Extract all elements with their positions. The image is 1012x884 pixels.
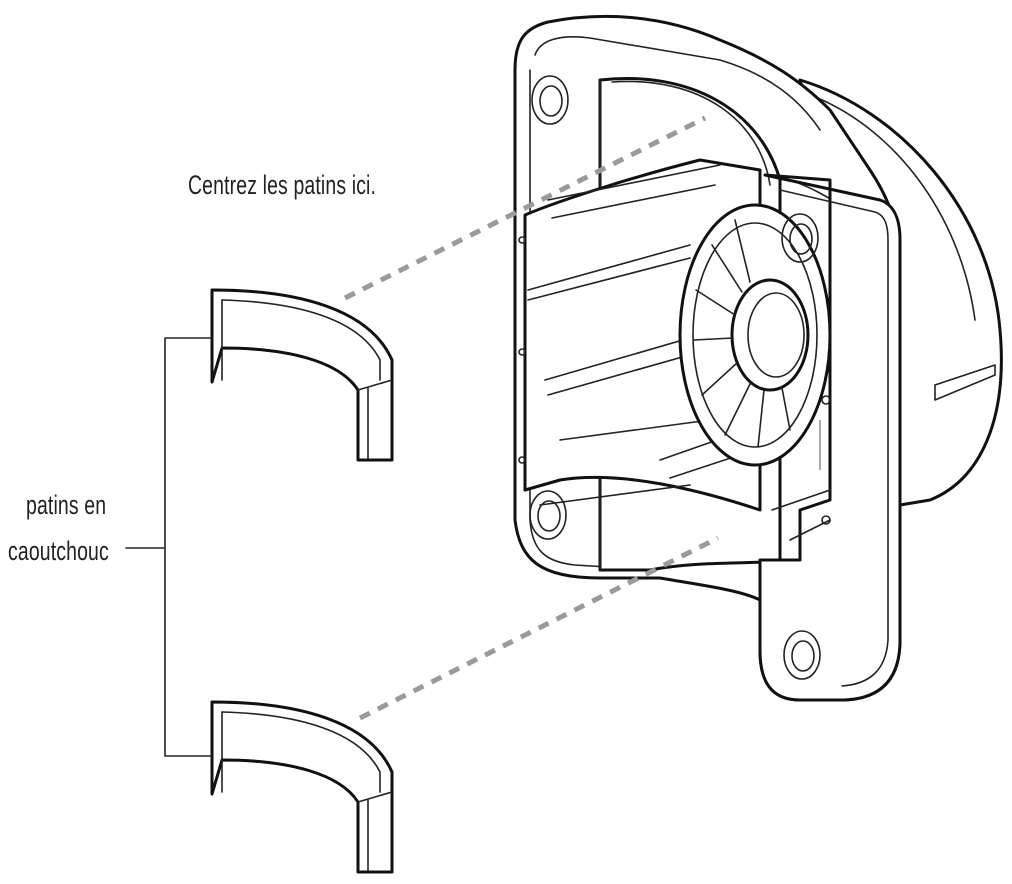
guide-line-top bbox=[343, 115, 707, 301]
rubber-pads-label-line2: caoutchouc bbox=[8, 536, 109, 566]
screw-hole-top-right bbox=[781, 213, 819, 263]
mount-bracket bbox=[513, 14, 1003, 702]
spoked-wheel bbox=[678, 203, 832, 467]
screw-hole-top-left bbox=[531, 75, 569, 125]
center-pads-label: Centrez les patins ici. bbox=[188, 170, 377, 200]
rubber-pad-bottom bbox=[210, 700, 394, 874]
guide-line-bottom bbox=[358, 535, 720, 721]
rubber-pad-top bbox=[210, 288, 394, 462]
label-bracket bbox=[125, 337, 213, 757]
screw-hole-bottom-left bbox=[529, 490, 567, 540]
rubber-pads-label-line1: patins en bbox=[26, 490, 107, 520]
screw-hole-bottom-right bbox=[783, 630, 821, 680]
